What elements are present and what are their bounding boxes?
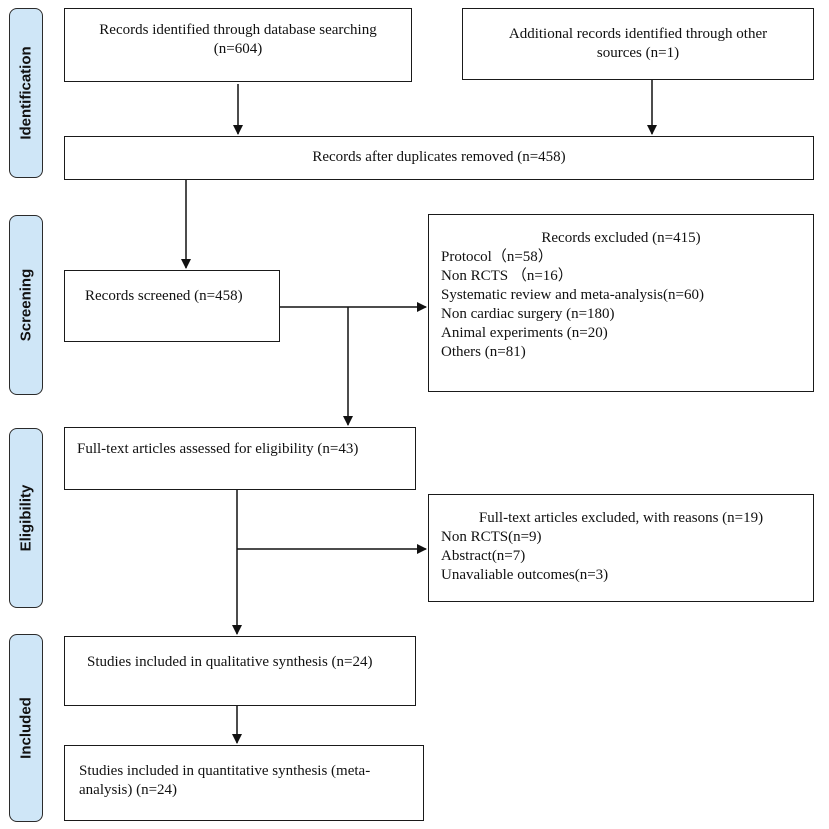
other-sources-line1: Additional records identified through ot… — [508, 26, 768, 42]
records-excluded-item: Systematic review and meta-analysis(n=60… — [441, 287, 704, 303]
quantitative-synthesis-box: Studies included in quantitative synthes… — [64, 745, 424, 821]
quantitative-synthesis-line2: analysis) (n=24) — [79, 782, 178, 798]
records-excluded-item: Protocol（n=58） — [441, 249, 553, 265]
records-screened-box: Records screened (n=458) — [64, 270, 280, 342]
records-excluded-item: Animal experiments (n=20) — [441, 325, 608, 341]
phase-screening-label: Screening — [9, 215, 43, 395]
duplicates-removed-text: Records after duplicates removed (n=458) — [312, 149, 566, 165]
full-text-excluded-title: Full-text articles excluded, with reason… — [478, 510, 764, 526]
other-sources-box: Additional records identified through ot… — [462, 8, 814, 80]
full-text-excluded-box: Full-text articles excluded, with reason… — [428, 494, 814, 602]
full-text-excluded-item: Non RCTS(n=9) — [441, 529, 542, 545]
phase-eligibility-label: Eligibility — [9, 428, 43, 608]
qualitative-synthesis-text: Studies included in qualitative synthesi… — [87, 654, 373, 670]
duplicates-removed-box: Records after duplicates removed (n=458) — [64, 136, 814, 180]
records-excluded-title: Records excluded (n=415) — [541, 230, 701, 246]
qualitative-synthesis-box: Studies included in qualitative synthesi… — [64, 636, 416, 706]
records-screened-text: Records screened (n=458) — [85, 288, 243, 304]
full-text-assessed-box: Full-text articles assessed for eligibil… — [64, 427, 416, 490]
other-sources-line2: sources (n=1) — [596, 45, 680, 61]
records-excluded-item: Others (n=81) — [441, 344, 526, 360]
quantitative-synthesis-line1: Studies included in quantitative synthes… — [79, 763, 371, 779]
full-text-excluded-item: Unavaliable outcomes(n=3) — [441, 567, 609, 583]
full-text-assessed-text: Full-text articles assessed for eligibil… — [77, 441, 359, 457]
full-text-excluded-item: Abstract(n=7) — [441, 548, 526, 564]
database-records-line1: Records identified through database sear… — [99, 22, 377, 38]
phase-identification-label: Identification — [9, 8, 43, 178]
records-excluded-box: Records excluded (n=415) Protocol（n=58） … — [428, 214, 814, 392]
records-excluded-item: Non RCTS （n=16） — [441, 268, 573, 284]
database-records-line2: (n=604) — [213, 41, 263, 57]
database-records-box: Records identified through database sear… — [64, 8, 412, 82]
phase-included-label: Included — [9, 634, 43, 822]
records-excluded-item: Non cardiac surgery (n=180) — [441, 306, 615, 322]
